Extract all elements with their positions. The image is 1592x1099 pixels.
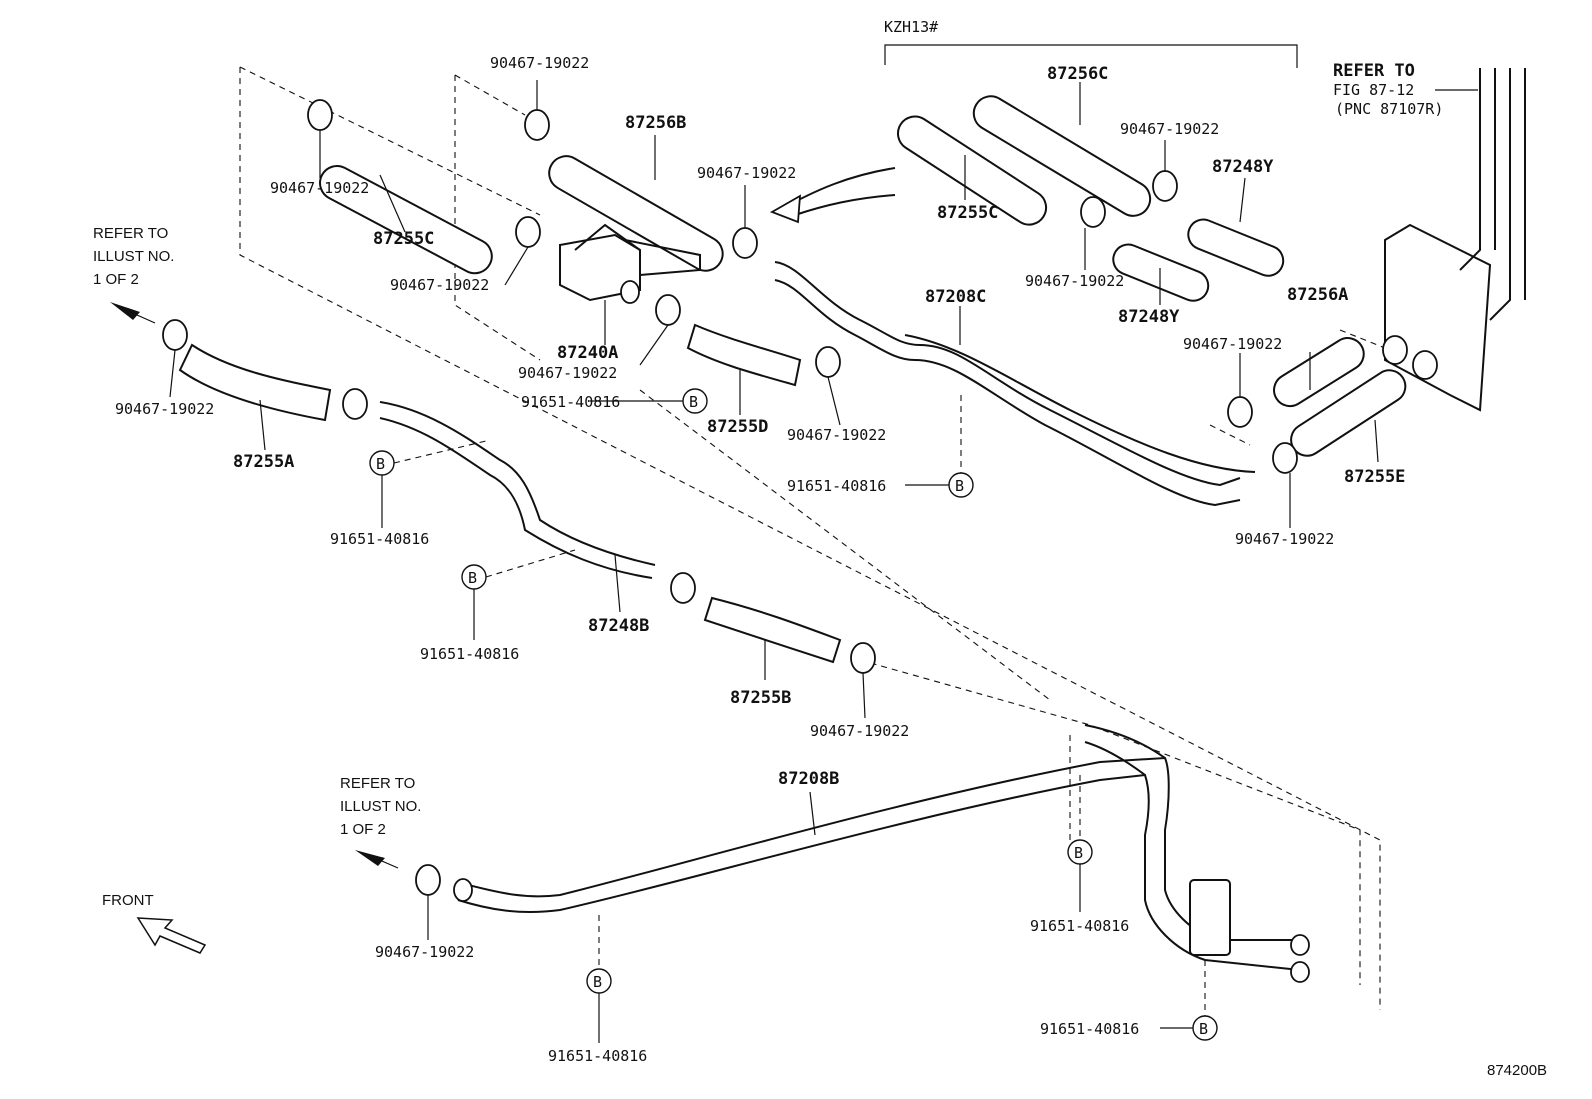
part-label-bolt: 91651-40816 (330, 530, 429, 548)
footer-code: 874200B (1487, 1062, 1547, 1079)
labels: KZH13# REFER TO FIG 87-12 (PNC 87107R) R… (93, 18, 1547, 1079)
part-label-87255A: 87255A (233, 452, 294, 472)
part-label-87240A: 87240A (557, 343, 618, 363)
part-label-clamp: 90467-19022 (375, 943, 474, 961)
part-label-87256B: 87256B (625, 113, 686, 133)
part-label-clamp: 90467-19022 (390, 276, 489, 294)
hose-87255C-left (319, 164, 493, 275)
part-label-87248B: 87248B (588, 616, 649, 636)
front-label: FRONT (102, 892, 154, 909)
variant-bracket (884, 44, 1298, 68)
clamp-icon (162, 319, 188, 351)
clamps (162, 99, 1298, 896)
part-label-clamp: 90467-19022 (1025, 272, 1124, 290)
refer-arrow-icon (110, 302, 140, 320)
dashed-outlines (239, 66, 1391, 1010)
part-label-clamp: 90467-19022 (115, 400, 214, 418)
refer-illust-bottom-line1: REFER TO (340, 775, 415, 792)
part-label-87255C: 87255C (373, 229, 434, 249)
part-label-87248Y: 87248Y (1118, 307, 1180, 327)
clamp-icon (670, 572, 696, 604)
part-label-bolt: 91651-40816 (787, 477, 886, 495)
part-label-clamp: 90467-19022 (810, 722, 909, 740)
hose-87255B (703, 596, 842, 664)
clamp-icon (342, 388, 368, 420)
pipe-87248B (379, 401, 656, 566)
refer-arrow-icon (355, 850, 385, 866)
part-label-bolt: 91651-40816 (1040, 1020, 1139, 1038)
part-label-87208C: 87208C (925, 287, 986, 307)
clamp-icon (732, 227, 758, 259)
bolt-marker-text: B (1199, 1020, 1208, 1038)
part-label-clamp: 90467-19022 (1235, 530, 1334, 548)
part-label-87255C: 87255C (937, 203, 998, 223)
clamp-icon (1152, 170, 1178, 202)
part-label-clamp: 90467-19022 (270, 179, 369, 197)
clamp-icon (1227, 396, 1253, 428)
refer-illust-top-line2: ILLUST NO. (93, 248, 174, 265)
bolt-marker-text: B (593, 973, 602, 991)
part-label-87248Y: 87248Y (1212, 157, 1274, 177)
refer-illust-bottom-line3: 1 OF 2 (340, 821, 386, 838)
clamp-icon (524, 109, 550, 141)
hose-87248Y-lower (1112, 243, 1210, 302)
part-label-bolt: 91651-40816 (548, 1047, 647, 1065)
valve-87240A-shape (559, 223, 701, 304)
front-arrow-icon (136, 917, 207, 954)
part-label-bolt: 91651-40816 (521, 393, 620, 411)
arrows (110, 167, 896, 954)
pipes (379, 261, 1310, 983)
refer-fig-line3: (PNC 87107R) (1335, 100, 1443, 118)
part-label-87208B: 87208B (778, 769, 839, 789)
bolt-marker-text: B (689, 393, 698, 411)
refer-illust-top-line1: REFER TO (93, 225, 168, 242)
part-label-87255E: 87255E (1344, 467, 1405, 487)
refer-illust-top-line3: 1 OF 2 (93, 271, 139, 288)
leader-lines (169, 80, 1478, 1043)
clamp-icon (1272, 442, 1298, 474)
part-label-87256C: 87256C (1047, 64, 1108, 84)
part-label-bolt: 91651-40816 (1030, 917, 1129, 935)
clamp-icon (815, 346, 841, 378)
clamp-icon (515, 216, 541, 248)
hose-87255C-right (896, 115, 1048, 226)
clamp-icon (307, 99, 333, 131)
pipe-87208B (459, 756, 1300, 941)
hose-87255D (686, 323, 802, 387)
part-label-clamp: 90467-19022 (697, 164, 796, 182)
bolt-marker-text: B (468, 569, 477, 587)
refer-fig-line2: FIG 87-12 (1333, 81, 1414, 99)
clamp-icon (415, 864, 441, 896)
bolt-markers: B B B B B B B (369, 388, 1218, 1041)
hose-87256C (972, 95, 1152, 217)
part-label-clamp: 90467-19022 (1183, 335, 1282, 353)
clamp-icon (850, 642, 876, 674)
heater-block-shape (1382, 68, 1526, 412)
clamp-icon (1080, 196, 1106, 228)
refer-fig-line1: REFER TO (1333, 61, 1415, 81)
part-label-87256A: 87256A (1287, 285, 1348, 305)
bolt-marker-text: B (376, 455, 385, 473)
hose-87256B (548, 155, 724, 272)
part-label-clamp: 90467-19022 (1120, 120, 1219, 138)
hose-87248Y-upper (1187, 218, 1285, 277)
bolt-marker-text: B (1074, 844, 1083, 862)
clamp-icon (655, 294, 681, 326)
part-label-clamp: 90467-19022 (490, 54, 589, 72)
part-label-87255D: 87255D (707, 417, 768, 437)
variant-label: KZH13# (884, 18, 938, 36)
part-label-clamp: 90467-19022 (787, 426, 886, 444)
hoses (178, 95, 1407, 664)
pipe-87208C (774, 261, 1241, 487)
hose-87255A (178, 343, 332, 422)
refer-illust-bottom-line2: ILLUST NO. (340, 798, 421, 815)
bolt-marker-text: B (955, 477, 964, 495)
pipe-87208C-inner (774, 279, 1241, 507)
part-label-87255B: 87255B (730, 688, 791, 708)
part-label-clamp: 90467-19022 (518, 364, 617, 382)
part-label-bolt: 91651-40816 (420, 645, 519, 663)
